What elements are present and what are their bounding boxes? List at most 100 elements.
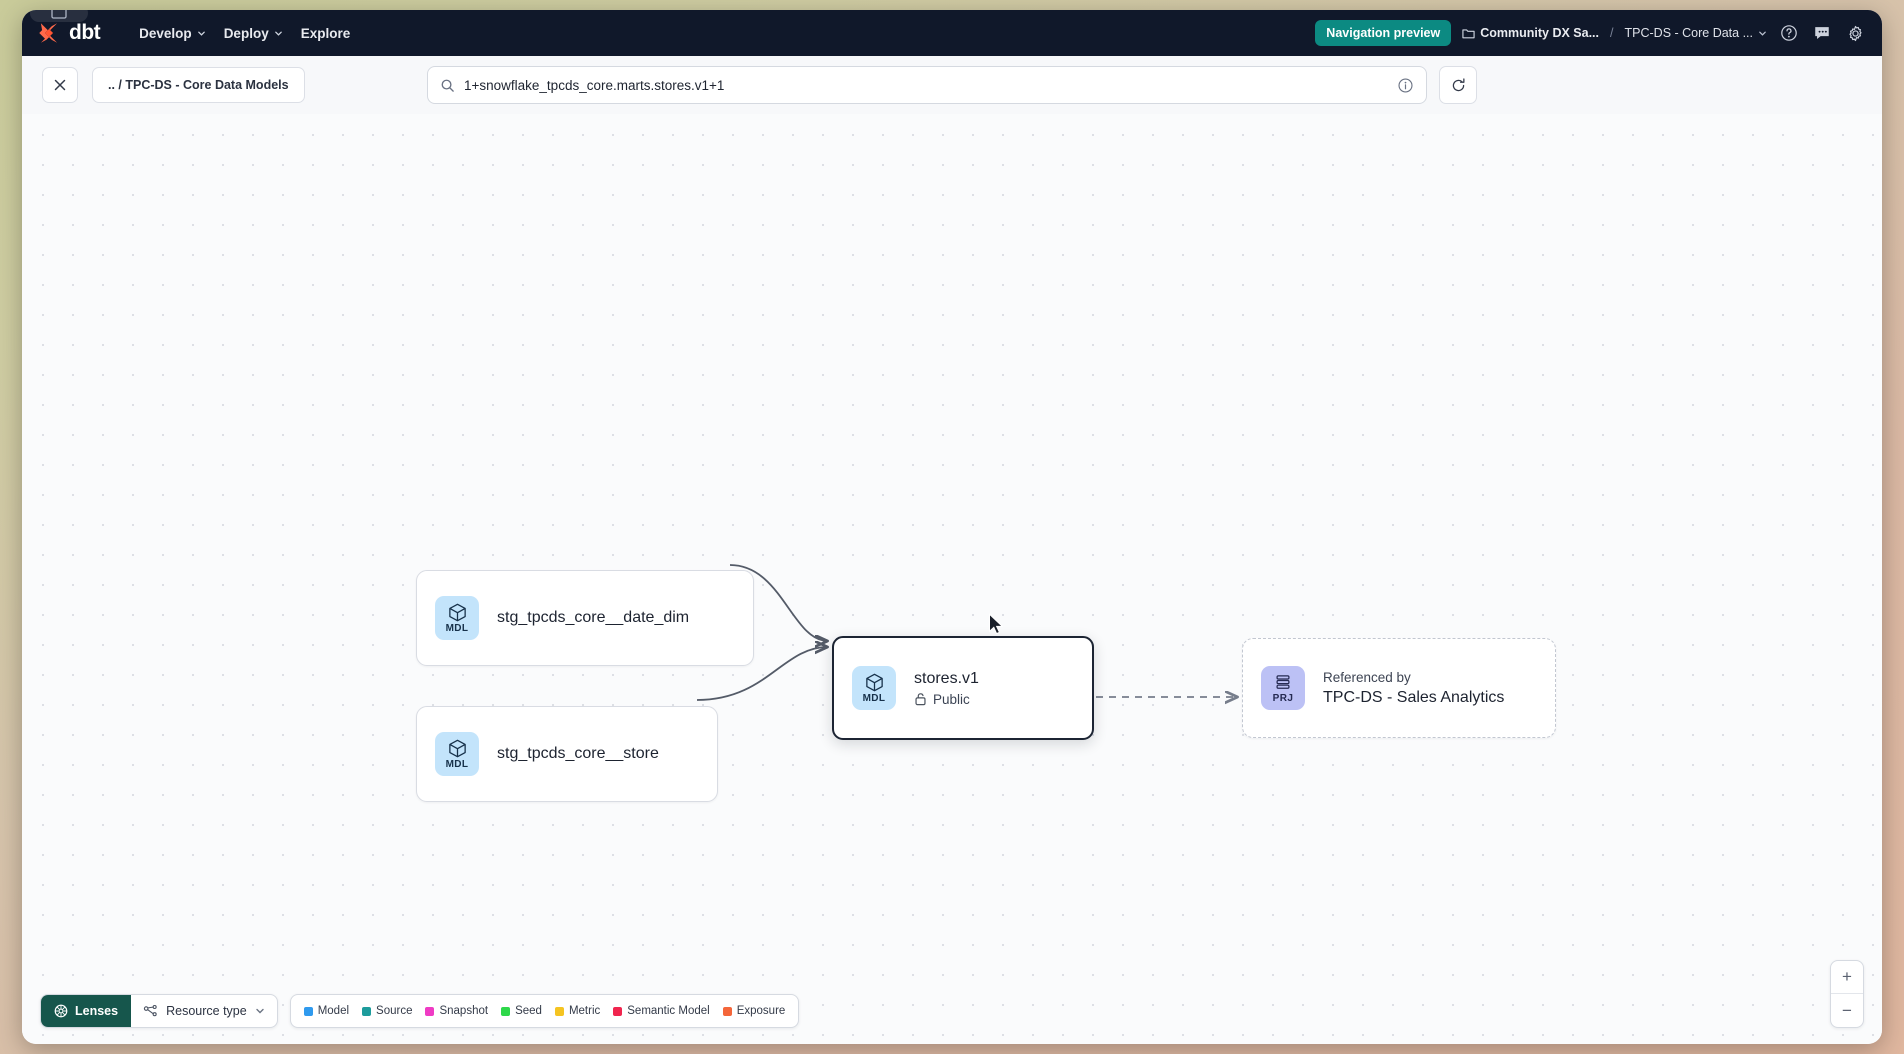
legend-item-seed: Seed	[501, 1005, 542, 1017]
legend-label: Metric	[568, 1005, 601, 1017]
chevron-down-icon	[197, 31, 205, 36]
legend-swatch	[501, 1006, 511, 1016]
close-button[interactable]	[42, 67, 78, 103]
resource-type-badge-mdl: MDL	[435, 732, 479, 776]
legend-swatch	[722, 1006, 732, 1016]
legend-item-semantic-model: Semantic Model	[613, 1005, 710, 1017]
node-title: stg_tpcds_core__store	[497, 745, 659, 762]
node-eyebrow: Referenced by	[1323, 669, 1411, 685]
legend-item-metric: Metric	[554, 1005, 601, 1017]
search-group	[427, 66, 1477, 104]
legend-label: Model	[317, 1005, 350, 1017]
node-body: stg_tpcds_core__store	[497, 745, 659, 763]
application-window: dbt Develop Deploy Explore Navigation pr…	[22, 10, 1882, 1044]
graph-node-stg-date-dim[interactable]: MDL stg_tpcds_core__date_dim	[416, 570, 754, 666]
feedback-button[interactable]	[1811, 22, 1833, 44]
legend-item-source: Source	[362, 1005, 412, 1017]
layers-stack-icon	[1276, 674, 1290, 689]
breadcrumb-account[interactable]: Community DX Sa...	[1462, 26, 1599, 40]
breadcrumb-account-label: Community DX Sa...	[1480, 26, 1600, 40]
resource-type-legend: Model Source Snapshot Seed Metric	[289, 994, 800, 1028]
nav-item-deploy[interactable]: Deploy	[215, 20, 292, 47]
badge-label: MDL	[445, 759, 469, 770]
legend-swatch	[425, 1006, 435, 1016]
legend-item-exposure: Exposure	[722, 1005, 786, 1017]
dbt-logo[interactable]: dbt	[36, 20, 101, 46]
cube-icon	[448, 739, 466, 758]
window-icon	[51, 10, 67, 19]
node-title: stg_tpcds_core__date_dim	[497, 609, 690, 626]
navigation-preview-badge[interactable]: Navigation preview	[1315, 20, 1452, 46]
brand-name: dbt	[69, 21, 101, 44]
nav-item-explore-label: Explore	[300, 25, 351, 41]
resource-type-dropdown[interactable]: Resource type	[131, 995, 277, 1027]
node-body: stores.v1 Public	[914, 670, 979, 707]
graph-node-referenced-by-project[interactable]: PRJ Referenced by TPC-DS - Sales Analyti…	[1242, 638, 1556, 738]
chevron-down-icon	[274, 31, 282, 36]
zoom-controls: + −	[1830, 960, 1864, 1028]
legend-item-snapshot: Snapshot	[425, 1005, 488, 1017]
zoom-out-button[interactable]: −	[1842, 1000, 1852, 1020]
badge-label: MDL	[445, 623, 469, 634]
refresh-button[interactable]	[1439, 66, 1477, 104]
cube-icon	[448, 603, 466, 622]
info-circle-icon[interactable]	[1397, 77, 1414, 94]
chevron-down-icon	[1759, 31, 1766, 36]
legend-swatch	[362, 1006, 372, 1016]
resource-type-label: Resource type	[166, 1004, 247, 1018]
lenses-button[interactable]: Lenses	[41, 995, 132, 1027]
breadcrumb-project-label: TPC-DS - Core Data ...	[1624, 26, 1754, 40]
badge-label: MDL	[862, 693, 886, 704]
nodes-icon	[143, 1004, 157, 1016]
settings-button[interactable]	[1844, 22, 1866, 44]
graph-node-stg-store[interactable]: MDL stg_tpcds_core__store	[416, 706, 718, 802]
feedback-icon	[1815, 27, 1829, 40]
help-button[interactable]	[1778, 22, 1800, 44]
refresh-icon	[1452, 77, 1464, 91]
lineage-graph-canvas[interactable]: MDL stg_tpcds_core__date_dim MDL stg_tpc…	[22, 114, 1882, 1044]
legend-swatch	[554, 1006, 564, 1016]
lineage-search-box[interactable]	[427, 66, 1427, 104]
node-access-label: Public	[933, 691, 970, 707]
zoom-in-button[interactable]: +	[1831, 961, 1863, 994]
nav-item-develop[interactable]: Develop	[130, 20, 215, 47]
search-icon	[441, 79, 454, 92]
breadcrumb-separator: /	[1610, 26, 1614, 40]
nav-item-develop-label: Develop	[139, 25, 192, 41]
help-circle-icon	[1781, 25, 1797, 41]
search-input[interactable]	[464, 77, 1388, 93]
edge-store-to-stores	[696, 647, 828, 701]
nav-item-deploy-label: Deploy	[223, 25, 269, 41]
node-title: stores.v1	[914, 669, 979, 687]
legend-item-model: Model	[303, 1005, 350, 1017]
resource-type-badge-mdl: MDL	[852, 666, 896, 710]
window-controls[interactable]	[30, 10, 88, 22]
legend-label: Exposure	[736, 1005, 786, 1017]
top-navigation-bar: dbt Develop Deploy Explore Navigation pr…	[22, 10, 1882, 56]
dbt-x-logo-icon	[39, 23, 58, 43]
breadcrumb-back-button[interactable]: .. / TPC-DS - Core Data Models	[92, 67, 305, 103]
top-nav-right-group: Navigation preview Community DX Sa... / …	[1315, 20, 1866, 46]
breadcrumb-project[interactable]: TPC-DS - Core Data ...	[1625, 26, 1768, 40]
graph-edges	[696, 564, 1882, 1044]
canvas-bottom-bar: Lenses Resource type	[40, 994, 800, 1028]
chevron-down-icon	[256, 1008, 264, 1014]
legend-label: Semantic Model	[627, 1005, 710, 1017]
legend-swatch	[303, 1006, 313, 1016]
nav-item-explore[interactable]: Explore	[292, 20, 360, 47]
lineage-toolbar: .. / TPC-DS - Core Data Models	[22, 56, 1882, 114]
badge-label: PRJ	[1272, 692, 1294, 704]
lenses-label: Lenses	[75, 1004, 119, 1018]
resource-type-badge-prj: PRJ	[1261, 666, 1305, 710]
node-title: TPC-DS - Sales Analytics	[1323, 688, 1505, 706]
edge-date-dim-to-stores	[729, 564, 828, 641]
legend-swatch	[613, 1006, 623, 1016]
close-icon	[54, 79, 66, 91]
lens-icon	[54, 1004, 68, 1018]
lenses-control-group: Lenses Resource type	[40, 994, 278, 1028]
graph-node-stores-v1[interactable]: MDL stores.v1 Public	[832, 636, 1094, 740]
node-access: Public	[914, 692, 979, 707]
cube-icon	[865, 673, 883, 692]
settings-gear-icon	[1848, 25, 1862, 41]
folder-icon	[1462, 28, 1475, 38]
